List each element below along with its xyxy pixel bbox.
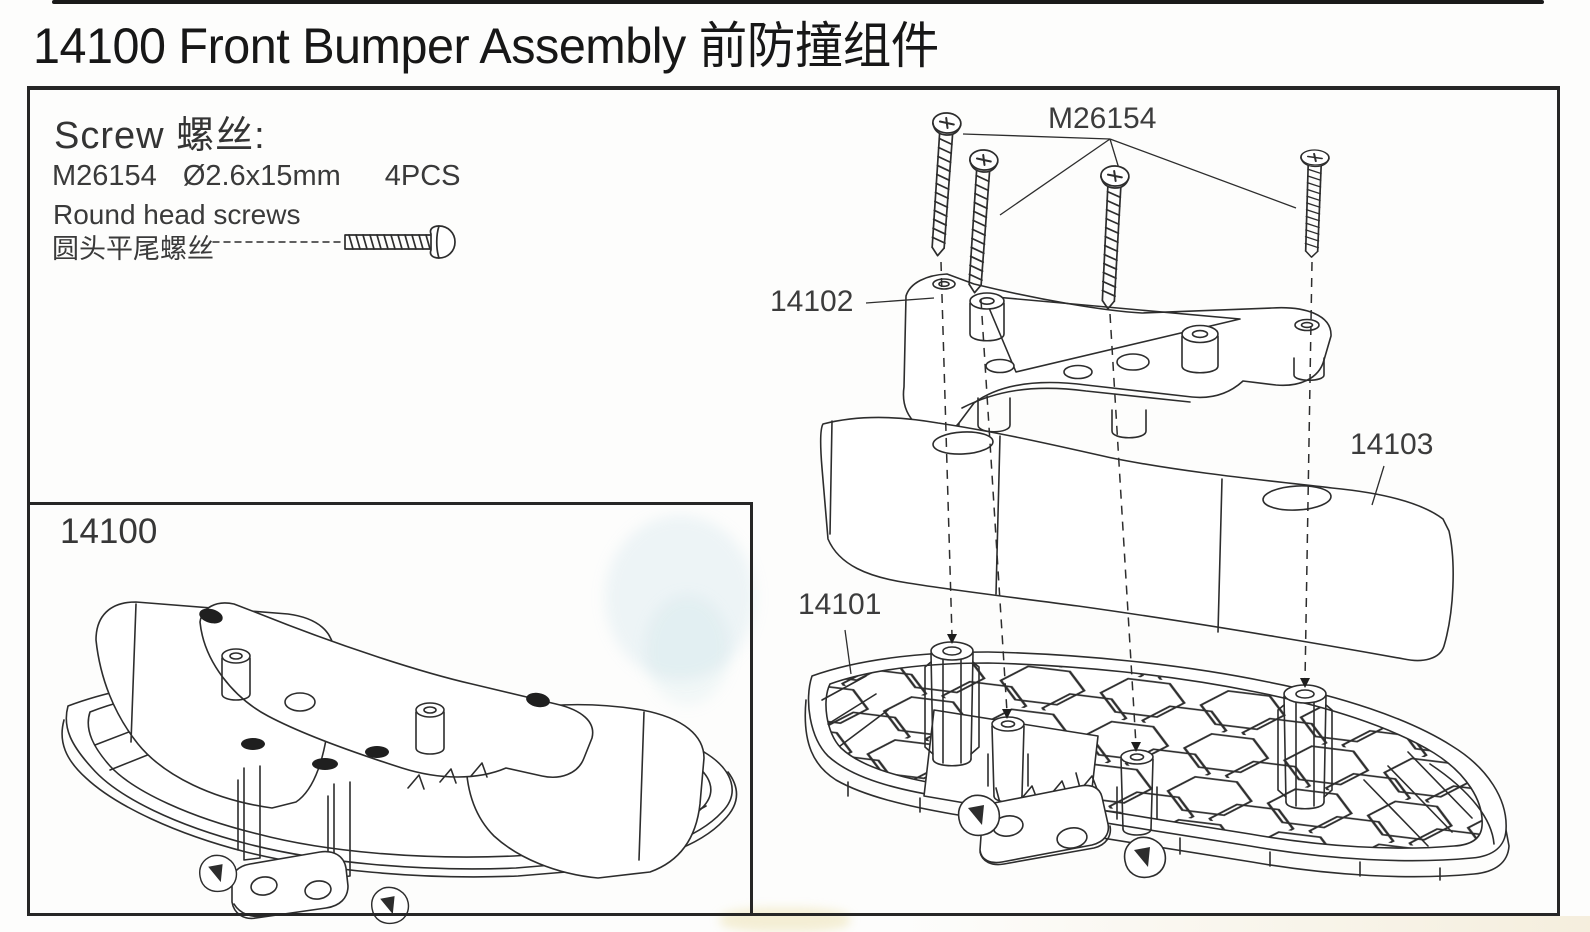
part-14101-bumper-plate-drawing [804,641,1510,881]
label-part-14101: 14101 [798,588,882,621]
screw-size: Ø2.6x15mm [182,160,341,192]
m26154-leader-lines [962,133,1297,216]
page-title: 14100 Front Bumper Assembly 前防撞组件 [33,18,939,74]
round-head-screw-icon [212,225,456,259]
screw-name-chinese: 圆头平尾螺丝 [52,234,214,264]
scan-edge-artifact [52,0,1544,4]
screw-name-english: Round head screws [53,199,301,230]
screw-spec-line: M26154 Ø2.6x15mm 4PCS [52,160,461,193]
part-14102-upper-mount-drawing [902,273,1332,452]
part-14103-foam-bumper-drawing [819,416,1454,662]
assembled-view-14100-drawing [61,601,738,925]
screw-legend-heading: Screw 螺丝: [54,115,266,157]
label-part-14103: 14103 [1350,428,1434,461]
label-screw-m26154: M26154 [1048,102,1157,135]
part-label-leaders [844,297,1385,675]
screw-part-code: M26154 [52,160,157,192]
label-assembly-14100: 14100 [60,512,158,551]
screw-quantity: 4PCS [384,160,461,192]
scan-tint [900,916,1590,932]
diagram-border-box [27,86,1560,916]
assembled-view-box [30,502,753,916]
label-part-14102: 14102 [770,285,854,318]
assembly-dashed-lines [940,261,1313,746]
